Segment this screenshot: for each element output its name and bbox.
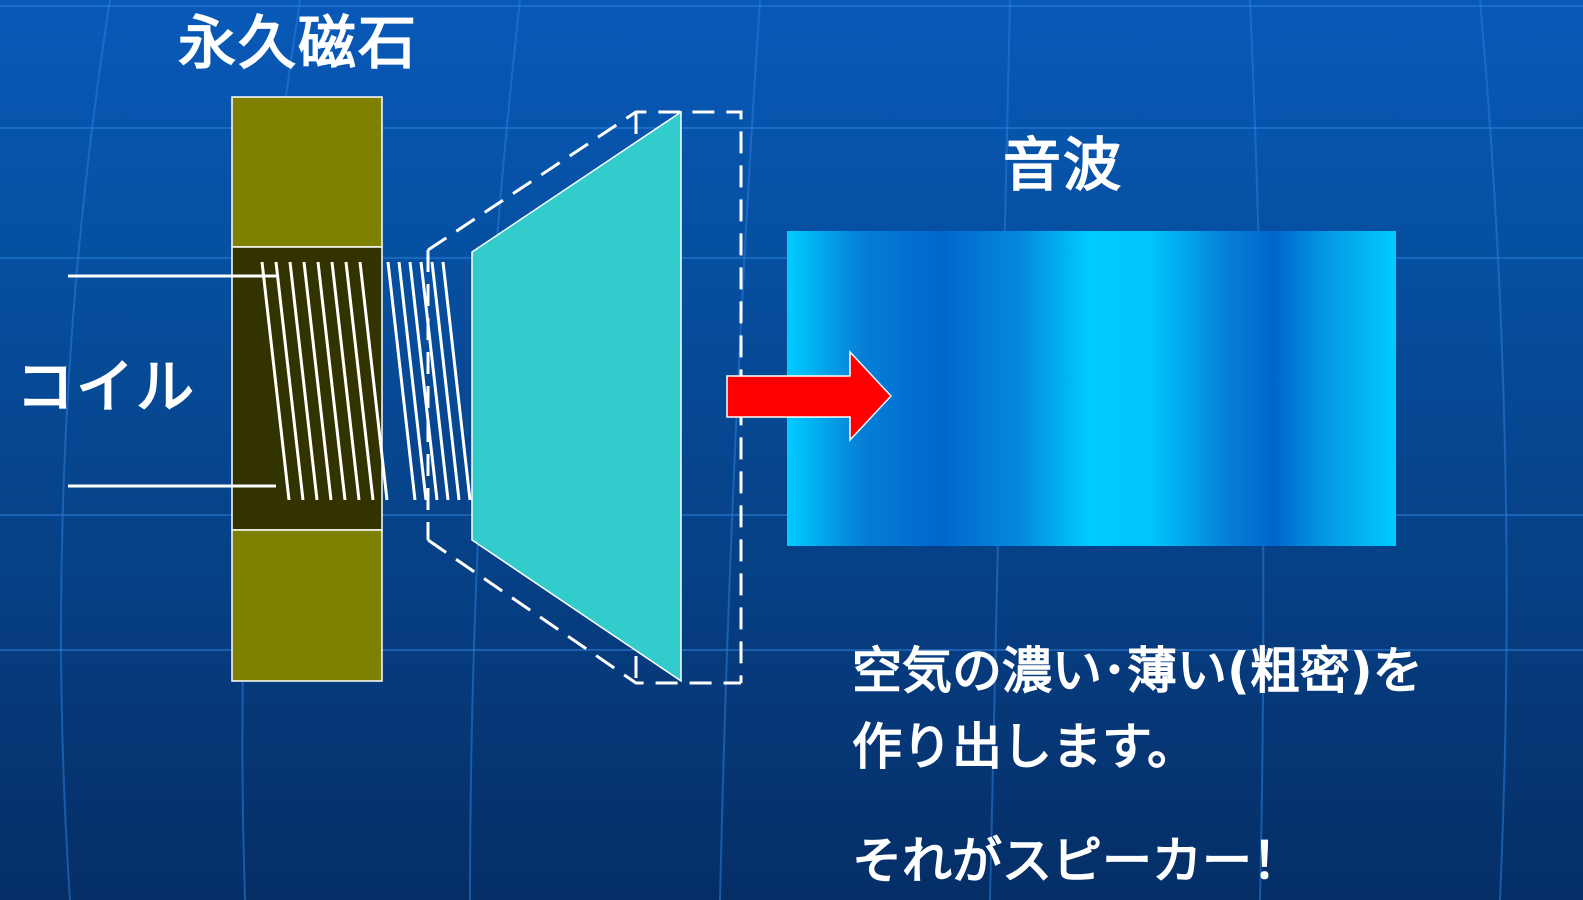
coil-winding-11 — [408, 261, 439, 501]
coil-winding-10 — [397, 261, 428, 501]
coil-winding-6 — [330, 261, 361, 501]
description-line-3: それがスピーカー！ — [852, 832, 1302, 890]
coil-winding-4 — [302, 261, 333, 501]
magnet-label: 永久磁石 — [178, 9, 419, 77]
coil-label: コイル — [16, 353, 197, 421]
coil-winding-9 — [386, 261, 417, 501]
coil-winding-8 — [358, 261, 389, 501]
speaker-cone — [471, 110, 682, 683]
coil-winding-13 — [430, 261, 461, 501]
coil-winding-3 — [288, 261, 319, 501]
coil-winding-14 — [441, 261, 472, 501]
coil-winding-5 — [316, 261, 347, 501]
coil-winding-2 — [274, 261, 305, 501]
coil-windings — [260, 261, 472, 501]
coil-winding-7 — [344, 261, 375, 501]
sound-wave-box — [787, 231, 1396, 546]
coil-winding-1 — [260, 261, 291, 501]
sound-wave-label: 音波 — [1003, 131, 1124, 199]
magnet-top-block — [231, 96, 383, 248]
description-line-1: 空気の濃い･薄い(粗密)を — [852, 642, 1423, 700]
arrow-right-icon — [726, 350, 893, 442]
magnet-bottom-block — [231, 529, 383, 682]
coil-winding-12 — [419, 261, 450, 501]
description-line-2: 作り出します。 — [852, 718, 1197, 776]
coil-lead-wires — [68, 274, 276, 488]
